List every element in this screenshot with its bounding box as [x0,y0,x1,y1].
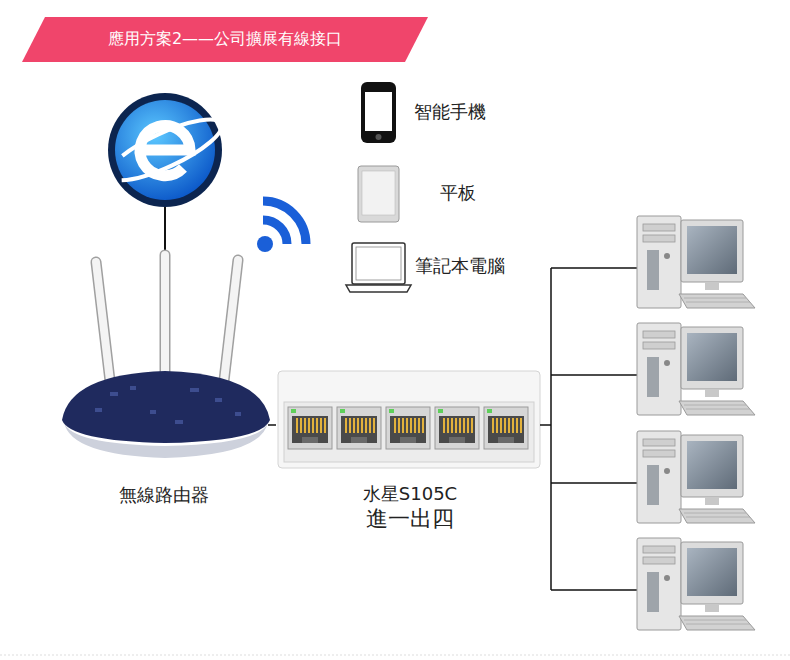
node-label: 無線路由器 [119,483,209,506]
node-label: 平板 [440,181,476,204]
desktop-computers [637,216,755,630]
router-drawing [62,255,270,458]
uplink-wire [164,207,166,250]
switch-drawing [278,371,540,468]
title-text: 應用方案2——公司擴展有線接口 [22,17,428,62]
lan-wires [540,268,637,590]
node-label: 智能手機 [414,100,486,123]
laptop-item: 筆記本電腦 [345,238,509,294]
wifi-symbol [257,201,306,252]
laptop-icon [346,243,411,292]
internet-globe [102,93,229,207]
ethernet-link [268,424,276,426]
node-sublabel: 進一出四 [366,505,454,534]
title-banner [22,17,428,62]
bottom-rule [0,655,790,656]
tablet-icon [358,166,399,222]
node-label: 水星S105C [363,482,457,505]
router-device: 無線路由器 [60,240,268,510]
phone-item: 智能手機 [356,80,490,144]
tablet-item: 平板 [356,163,480,223]
phone-icon [361,82,396,143]
node-label: 筆記本電腦 [415,254,505,277]
switch-device: 水星S105C進一出四 [276,366,544,538]
